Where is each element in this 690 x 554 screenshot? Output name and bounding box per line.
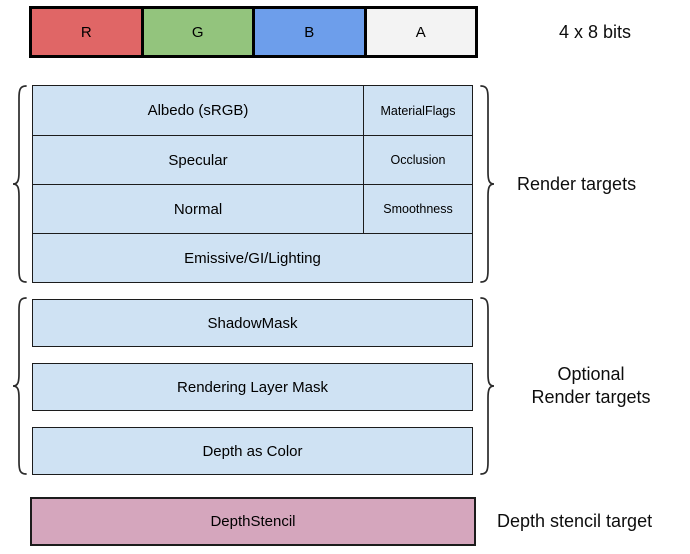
- optional-box-depth-as-color: Depth as Color: [32, 427, 473, 475]
- render-targets-table: Albedo (sRGB) MaterialFlags Specular Occ…: [32, 85, 473, 283]
- optional-targets-right-brace: [480, 297, 495, 475]
- render-target-main-label: Specular: [168, 151, 228, 169]
- render-target-main-label: Albedo (sRGB): [147, 102, 249, 119]
- render-target-sub-label: Smoothness: [363, 185, 472, 233]
- render-target-row-specular: Specular Occlusion: [33, 135, 472, 184]
- channel-cell-green: G: [143, 9, 255, 55]
- optional-box-shadowmask: ShadowMask: [32, 299, 473, 347]
- optional-targets-caption: Optional Render targets: [500, 297, 682, 475]
- render-target-sub-label: MaterialFlags: [363, 86, 472, 135]
- render-target-main-label: Emissive/GI/Lighting: [184, 249, 321, 267]
- channel-cell-blue: B: [255, 9, 367, 55]
- optional-targets-left-brace: [12, 297, 27, 475]
- channel-cell-alpha: A: [366, 9, 475, 55]
- channel-bits-caption: 4 x 8 bits: [558, 21, 632, 42]
- render-targets-right-brace: [480, 85, 495, 283]
- channel-bar: R G B A: [29, 6, 478, 58]
- render-targets-caption: Render targets: [517, 173, 637, 194]
- depth-stencil-caption: Depth stencil target: [497, 511, 653, 531]
- channel-cell-red: R: [32, 9, 144, 55]
- render-target-sub-label: Occlusion: [363, 136, 472, 184]
- render-target-row-albedo: Albedo (sRGB) MaterialFlags: [33, 86, 472, 135]
- render-target-row-normal: Normal Smoothness: [33, 184, 472, 233]
- render-target-main-label: Normal: [173, 200, 223, 218]
- depth-stencil-box: DepthStencil: [30, 497, 476, 546]
- optional-caption-line2: Render targets: [531, 387, 651, 407]
- optional-caption-line1: Optional: [557, 364, 625, 384]
- render-target-row-emissive: Emissive/GI/Lighting: [33, 233, 472, 282]
- optional-box-rendering-layer-mask: Rendering Layer Mask: [32, 363, 473, 411]
- render-targets-left-brace: [12, 85, 27, 283]
